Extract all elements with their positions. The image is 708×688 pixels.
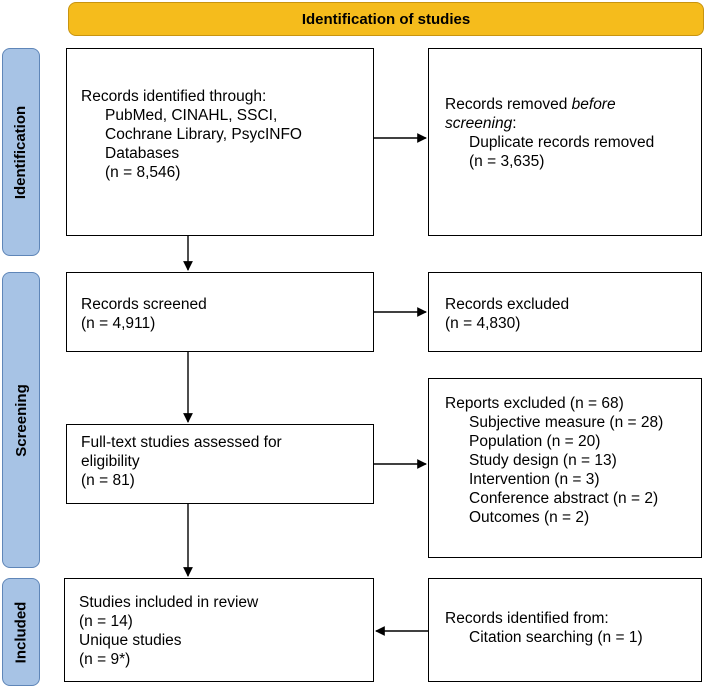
fulltext-assessed-count: (n = 81)	[81, 472, 135, 489]
other-sources-item: Citation searching (n = 1)	[469, 629, 643, 646]
identification-of-studies-header: Identification of studies	[68, 2, 704, 36]
phase-identification: Identification	[2, 48, 40, 256]
exclusion-reason: Population (n = 20)	[469, 433, 601, 450]
fulltext-assessed-box: Full-text studies assessed for eligibili…	[66, 424, 374, 504]
fulltext-assessed-line1: Full-text studies assessed for	[81, 434, 282, 451]
studies-included-line2: (n = 14)	[79, 613, 133, 630]
records-identified-count: (n = 8,546)	[105, 164, 181, 181]
records-identified-sources-2: Cochrane Library, PsycINFO	[105, 126, 302, 143]
phase-screening: Screening	[2, 272, 40, 568]
records-identified-sources-1: PubMed, CINAHL, SSCI,	[105, 107, 278, 124]
reports-excluded-box: Reports excluded (n = 68) Subjective mea…	[428, 378, 702, 558]
records-removed-count: (n = 3,635)	[469, 153, 545, 170]
records-identified-sources-3: Databases	[105, 145, 180, 162]
exclusion-reason: Outcomes (n = 2)	[469, 509, 590, 526]
exclusion-reason: Conference abstract (n = 2)	[469, 490, 659, 507]
header-title: Identification of studies	[301, 10, 471, 28]
fulltext-assessed-line2: eligibility	[81, 453, 140, 470]
records-removed-title-line2: screening:	[445, 115, 517, 132]
records-identified-title: Records identified through:	[81, 88, 267, 105]
exclusion-reason: Intervention (n = 3)	[469, 471, 600, 488]
records-screened-title: Records screened	[81, 296, 207, 313]
studies-included-line4: (n = 9*)	[79, 651, 131, 668]
records-removed-item: Duplicate records removed	[469, 134, 655, 151]
records-screened-count: (n = 4,911)	[81, 315, 156, 332]
other-sources-box: Records identified from: Citation search…	[428, 578, 702, 682]
records-removed-box: Records removed before screening: Duplic…	[428, 48, 702, 236]
phase-included: Included	[2, 578, 40, 686]
records-identified-box: Records identified through: PubMed, CINA…	[66, 48, 374, 236]
records-screened-box: Records screened (n = 4,911)	[66, 272, 374, 352]
records-excluded-box: Records excluded (n = 4,830)	[428, 272, 702, 352]
records-removed-title: Records removed before	[445, 96, 616, 113]
records-excluded-count: (n = 4,830)	[445, 315, 521, 332]
studies-included-box: Studies included in review (n = 14) Uniq…	[64, 578, 374, 682]
reports-excluded-title: Reports excluded (n = 68)	[445, 395, 624, 412]
exclusion-reason: Study design (n = 13)	[469, 452, 617, 469]
studies-included-line3: Unique studies	[79, 632, 182, 649]
exclusion-reason: Subjective measure (n = 28)	[469, 414, 664, 431]
studies-included-line1: Studies included in review	[79, 594, 259, 611]
records-excluded-title: Records excluded	[445, 296, 570, 313]
other-sources-title: Records identified from:	[445, 610, 609, 627]
